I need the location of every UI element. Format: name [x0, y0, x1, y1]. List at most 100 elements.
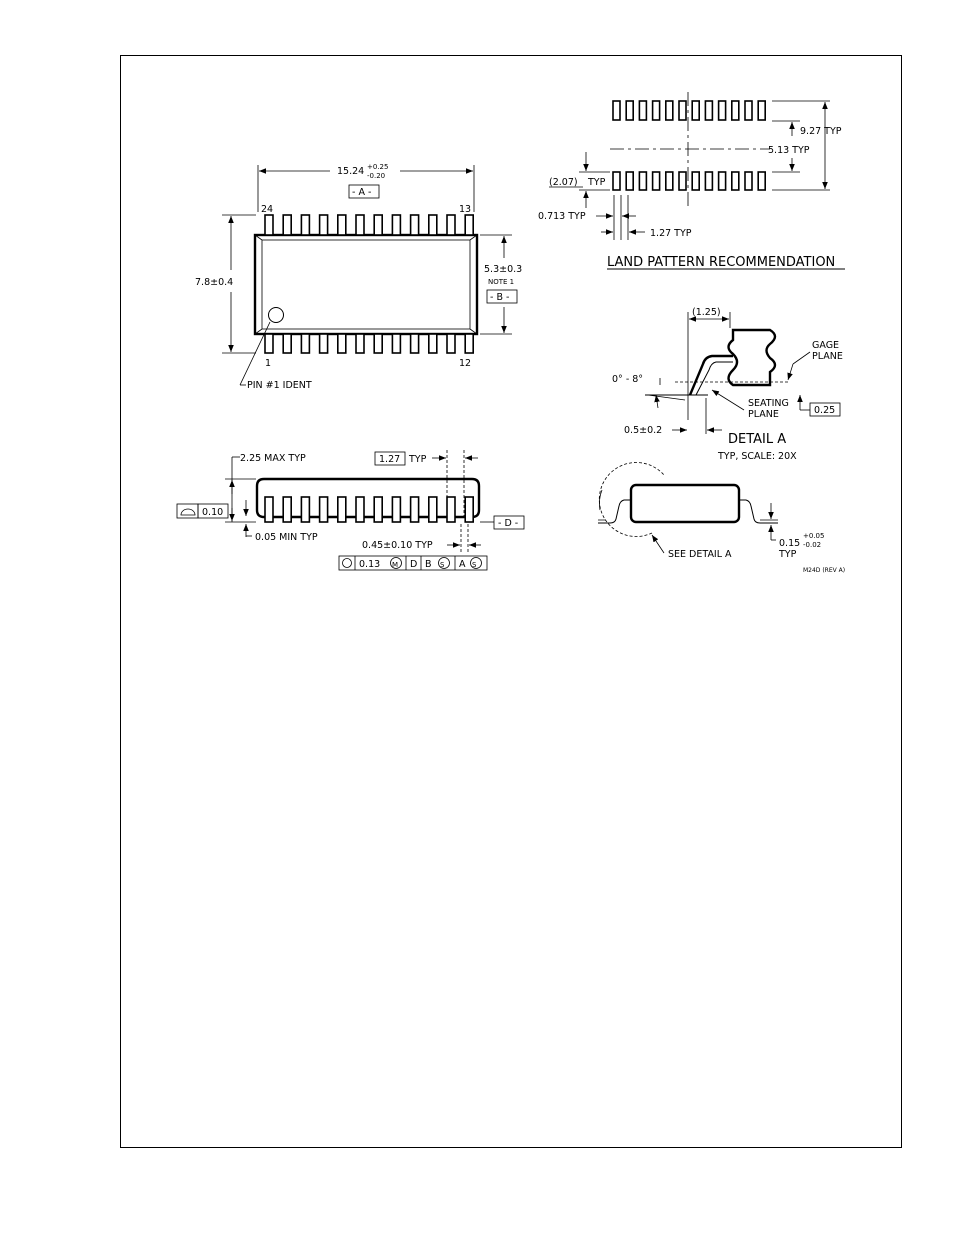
bottom-lead	[318, 333, 329, 354]
fcf-modifier-m: M	[392, 561, 398, 569]
land-pad	[678, 100, 687, 121]
pin-1-label: 1	[265, 358, 271, 369]
land-pad	[730, 100, 740, 121]
land-pad	[664, 171, 674, 191]
land-pad	[691, 171, 701, 191]
body-length-tol-plus: +0.25	[367, 163, 388, 171]
top-lead	[300, 214, 311, 236]
pin1-ident-circle	[268, 307, 284, 323]
pin-12-label: 12	[459, 358, 471, 369]
foot-length-dim: 0.5±0.2	[624, 425, 662, 436]
gage-plane-label-1: GAGE	[812, 340, 839, 351]
bottom-lead	[409, 333, 420, 354]
detail-a: (1.25) GAGE PLANE 0.25 0° - 8° SEATING P…	[612, 307, 843, 462]
land-pad	[717, 171, 727, 191]
max-height-dim: 2.25 MAX TYP	[240, 453, 306, 464]
thickness-dim: 0.15	[779, 538, 800, 549]
coplanarity-symbol-icon	[180, 508, 196, 516]
top-leads-upper	[264, 214, 475, 236]
land-pad	[704, 100, 714, 121]
side-lead	[446, 496, 456, 523]
top-lead	[355, 214, 365, 236]
pad-length-dim: (2.07)	[549, 177, 578, 188]
side-lead	[264, 496, 274, 523]
top-lead	[446, 214, 456, 236]
bottom-lead	[282, 333, 293, 354]
body-width-dim: 5.3±0.3	[484, 264, 522, 275]
side-lead	[300, 496, 311, 523]
pin-13-label: 13	[459, 204, 471, 215]
end-view: SEE DETAIL A 0.15 +0.05 -0.02 TYP M24D (…	[598, 462, 845, 574]
drawing-frame	[120, 55, 902, 1148]
position-symbol-icon	[342, 558, 352, 568]
top-lead	[318, 214, 329, 236]
package-body-top	[253, 233, 479, 336]
land-pad	[638, 100, 648, 121]
fcf-modifier-s2: S	[472, 561, 477, 569]
land-pad	[744, 100, 753, 121]
thickness-tol-plus: +0.05	[803, 532, 824, 540]
side-lead	[373, 496, 384, 523]
land-pattern-title: LAND PATTERN RECOMMENDATION	[607, 255, 835, 270]
pin1-ident-label: PIN #1 IDENT	[247, 380, 312, 391]
detail-a-subtitle: TYP, SCALE: 20X	[717, 451, 797, 462]
land-pad	[691, 100, 701, 121]
land-pad	[678, 171, 687, 191]
land-pad	[612, 100, 621, 121]
land-pad	[612, 171, 621, 191]
top-lead	[336, 214, 347, 236]
top-lead	[282, 214, 293, 236]
top-view: PIN #1 IDENT 15.24 +0.25 -0.20 - A - 24 …	[195, 163, 522, 391]
side-lead	[464, 496, 475, 523]
land-pad	[730, 171, 740, 191]
side-lead	[336, 496, 347, 523]
package-body-end	[629, 483, 741, 524]
land-pad	[651, 100, 661, 121]
fcf-datum-b: B	[425, 559, 432, 570]
top-lead	[391, 214, 402, 236]
seating-plane-label-1: SEATING	[748, 398, 789, 409]
fcf-datum-d: D	[410, 559, 417, 570]
foot-length-ref: (1.25)	[692, 307, 721, 318]
detail-a-circle	[598, 462, 665, 537]
side-lead	[355, 496, 365, 523]
land-pad	[744, 171, 753, 191]
drawing-id: M24D (REV A)	[803, 567, 845, 574]
detail-a-title: DETAIL A	[728, 432, 786, 447]
side-lead	[318, 496, 329, 523]
pad-width-dim: 0.713 TYP	[538, 211, 586, 222]
bottom-lead	[355, 333, 365, 354]
standoff-dim: 0.05 MIN TYP	[255, 532, 318, 543]
side-lead	[391, 496, 402, 523]
fcf-datum-a: A	[459, 559, 466, 570]
land-pad	[664, 100, 674, 121]
end-lead-right	[739, 499, 778, 524]
land-pad	[638, 171, 648, 191]
pad-gap-dim: 5.13 TYP	[768, 145, 810, 156]
see-detail-a: SEE DETAIL A	[668, 549, 732, 560]
land-pad	[625, 100, 635, 121]
datum-d: - D -	[498, 518, 518, 529]
land-pad	[757, 171, 767, 191]
side-lead	[409, 496, 420, 523]
side-lead	[282, 496, 293, 523]
land-pad	[704, 171, 714, 191]
side-leads	[264, 496, 475, 523]
top-lead	[264, 214, 274, 236]
pads-lower	[612, 171, 767, 191]
thickness-typ: TYP	[778, 549, 797, 560]
side-lead	[427, 496, 438, 523]
top-lead	[464, 214, 475, 236]
top-leads-lower	[264, 333, 475, 354]
body-length-dim: 15.24	[337, 166, 364, 177]
bottom-lead	[446, 333, 456, 354]
end-lead-left	[598, 499, 631, 524]
lead-width-dim: 0.45±0.10 TYP	[362, 540, 433, 551]
pin-24-label: 24	[261, 204, 273, 215]
feature-control-frame: 0.13 M D B S A S	[338, 555, 488, 571]
bottom-lead	[300, 333, 311, 354]
body-length-tol-minus: -0.20	[367, 172, 385, 180]
overall-width-dim: 7.8±0.4	[195, 277, 233, 288]
gage-value: 0.25	[814, 405, 835, 416]
bottom-lead	[391, 333, 402, 354]
